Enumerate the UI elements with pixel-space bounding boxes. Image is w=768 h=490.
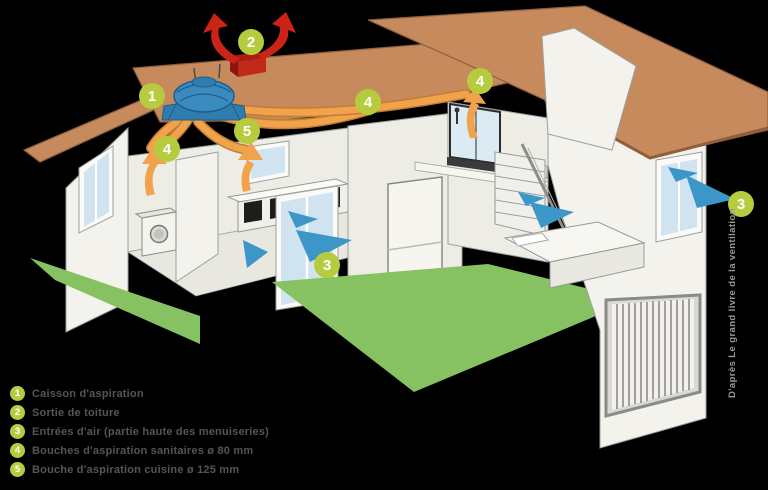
grass-left-strip: [30, 258, 200, 344]
svg-text:4: 4: [163, 141, 172, 158]
bed: [503, 221, 646, 289]
legend-item: 2 Sortie de toiture: [10, 405, 269, 420]
intake-arrow-upstairs-window: [668, 167, 735, 208]
legend-item: 3 Entrées d'air (partie haute des menuis…: [10, 424, 269, 439]
svg-text:5: 5: [243, 123, 251, 140]
gable-window: [78, 145, 114, 234]
intake-arrow-hall: [243, 240, 268, 268]
svg-text:2: 2: [247, 34, 255, 51]
right-wing-interior: [414, 101, 643, 263]
callout-entree-air-etage: 3: [728, 191, 754, 217]
svg-text:1: 1: [148, 88, 156, 105]
callout-caisson: 1: [139, 83, 165, 109]
legend-bullet: 2: [10, 405, 25, 420]
extraction-arrow-kitchen: [238, 142, 263, 192]
legend-item-label: Entrées d'air (partie haute des menuiser…: [32, 425, 269, 438]
legend-item: 5 Bouche d'aspiration cuisine ø 125 mm: [10, 462, 269, 477]
grass: [30, 258, 634, 392]
legend-bullet: 4: [10, 443, 25, 458]
exhaust-arrow-right: [258, 12, 296, 60]
svg-text:3: 3: [737, 196, 745, 213]
extraction-unit: [161, 63, 247, 121]
callout-bouche-salle-de-bain: 4: [467, 68, 493, 94]
legend-item: 1 Caisson d'aspiration: [10, 386, 269, 401]
legend-item-label: Caisson d'aspiration: [32, 387, 144, 400]
garage-gate: [604, 293, 702, 418]
callout-bouche-cuisine: 5: [234, 118, 260, 144]
callout-sortie-toiture: 2: [238, 29, 264, 55]
intake-arrow-bedroom: [518, 192, 574, 228]
exhaust-arrow-left: [203, 13, 240, 64]
legend-item: 4 Bouches d'aspiration sanitaires ø 80 m…: [10, 443, 269, 458]
shower-head: [454, 107, 460, 113]
legend-bullet: 5: [10, 462, 25, 477]
gate-slats: [616, 299, 690, 409]
legend-bullet: 1: [10, 386, 25, 401]
roof-outlet: [203, 12, 296, 77]
legend-item-label: Sortie de toiture: [32, 406, 120, 419]
callout-bouche-buanderie: 4: [154, 136, 180, 162]
legend: 1 Caisson d'aspiration 2 Sortie de toitu…: [10, 386, 269, 481]
legend-item-label: Bouches d'aspiration sanitaires ø 80 mm: [32, 444, 254, 457]
svg-text:3: 3: [323, 257, 331, 274]
washing-machine: [134, 207, 178, 257]
svg-text:4: 4: [476, 73, 485, 90]
callout-entree-air-baie: 3: [314, 252, 340, 278]
callout-bouche-couloir: 4: [355, 89, 381, 115]
attic-gable-wall: [541, 27, 637, 151]
credit-text: D'après Le grand livre de la ventilation: [727, 208, 738, 398]
grass-main: [272, 264, 634, 392]
pillow: [511, 232, 549, 247]
svg-text:4: 4: [364, 94, 373, 111]
intake-arrow-sliding-door: [288, 211, 352, 262]
right-wing-front-wall: [547, 111, 707, 449]
legend-bullet: 3: [10, 424, 25, 439]
legend-item-label: Bouche d'aspiration cuisine ø 125 mm: [32, 463, 240, 476]
extraction-arrow-bathroom: [463, 88, 486, 138]
